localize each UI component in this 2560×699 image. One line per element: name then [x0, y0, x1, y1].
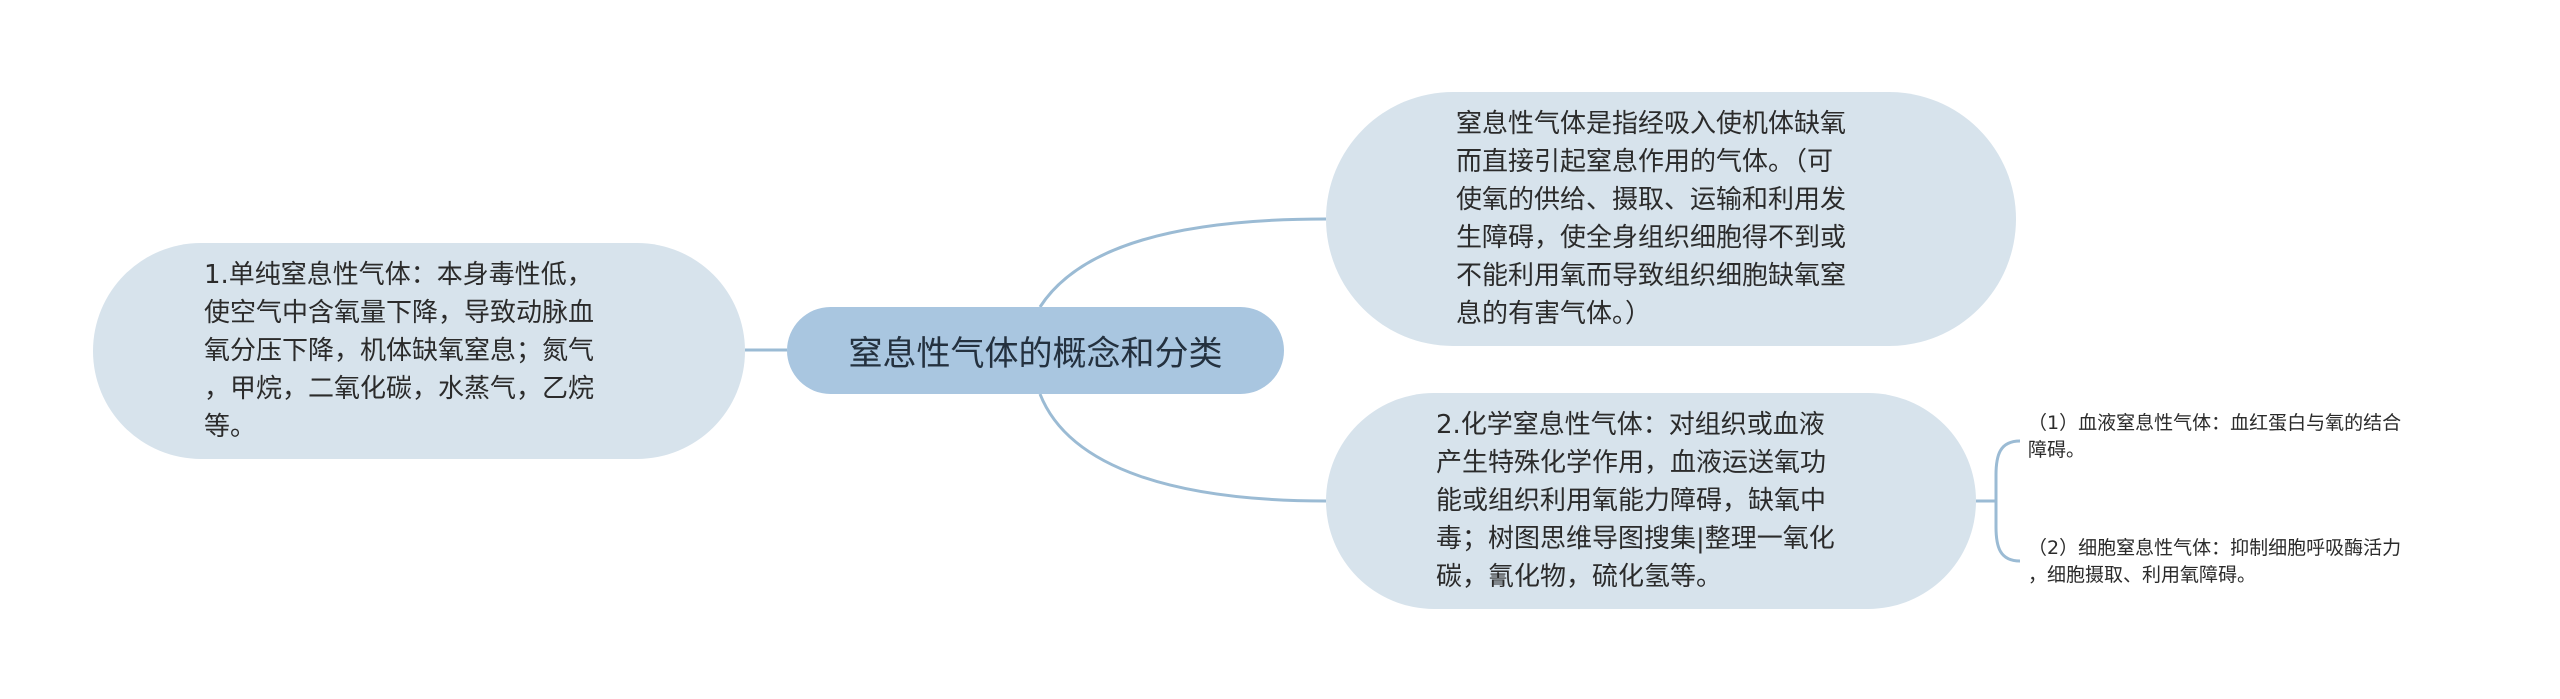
subtopic-cell-asphyxiant[interactable]: （2）细胞窒息性气体：抑制细胞呼吸酶活力 ，细胞摄取、利用氧障碍。: [2028, 537, 2402, 586]
link-root-definition: [1038, 217, 1327, 308]
topic-definition[interactable]: 窒息性气体是指经吸入使机体缺氧 而直接引起窒息作用的气体。（可 使氧的供给、摄取…: [1326, 92, 2016, 346]
topic-definition-text: 窒息性气体是指经吸入使机体缺氧 而直接引起窒息作用的气体。（可 使氧的供给、摄取…: [1456, 109, 1847, 329]
link-root-chemical: [1038, 393, 1327, 503]
topic-chemical-asphyxiant[interactable]: 2.化学窒息性气体：对组织或血液 产生特殊化学作用，血液运送氧功 能或组织利用氧…: [1326, 393, 1976, 609]
root-topic-label: 窒息性气体的概念和分类: [848, 334, 1223, 374]
leaf-bracket: [1994, 439, 2021, 563]
topic-simple-asphyxiant-text: 1.单纯窒息性气体：本身毒性低， 使空气中含氧量下降，导致动脉血 氧分压下降，机…: [204, 260, 595, 442]
root-topic[interactable]: 窒息性气体的概念和分类: [787, 307, 1284, 394]
subtopic-blood-asphyxiant[interactable]: （1）血液窒息性气体：血红蛋白与氧的结合 障碍。: [2028, 412, 2402, 461]
topic-simple-asphyxiant[interactable]: 1.单纯窒息性气体：本身毒性低， 使空气中含氧量下降，导致动脉血 氧分压下降，机…: [93, 243, 745, 459]
topic-chemical-asphyxiant-text: 2.化学窒息性气体：对组织或血液 产生特殊化学作用，血液运送氧功 能或组织利用氧…: [1436, 410, 1835, 592]
